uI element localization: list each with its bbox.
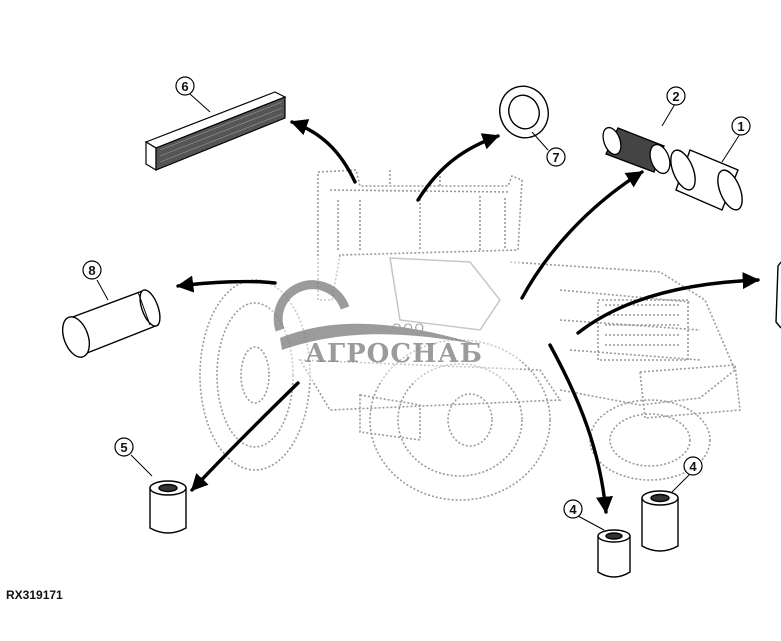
spin-on-filter-part-4a: [597, 529, 631, 578]
gear-icon: [273, 280, 350, 332]
svg-text:5: 5: [120, 440, 127, 455]
callout-8: 8: [82, 260, 102, 280]
filter-element-part-1: [670, 149, 743, 211]
tractor-outline: [199, 169, 741, 501]
svg-text:4: 4: [689, 459, 697, 474]
seal-ring-part-7: [499, 85, 549, 139]
svg-text:4: 4: [569, 502, 577, 517]
callout-2: 2: [666, 86, 686, 106]
figure-id: RX319171: [6, 588, 63, 602]
spin-on-filter-part-4b: [641, 490, 679, 552]
svg-text:2: 2: [672, 89, 679, 104]
callout-5: 5: [114, 437, 134, 457]
callout-1: 1: [731, 116, 751, 136]
arrow-to-part-6: [290, 119, 357, 184]
arrow-to-offscreen-part: [576, 272, 760, 335]
spin-on-filter-part-5: [149, 480, 187, 534]
watermark-brand: АГРОСНАБ: [305, 339, 483, 369]
arrow-to-part-5: [190, 381, 300, 492]
svg-text:6: 6: [181, 79, 188, 94]
svg-text:8: 8: [88, 263, 95, 278]
callout-4a: 4: [563, 499, 583, 519]
arrow-to-part-7: [416, 133, 500, 202]
arrow-to-part-4: [548, 343, 613, 514]
arrows: [176, 119, 760, 514]
callout-4b: 4: [683, 456, 703, 476]
arrow-to-part-8: [176, 275, 277, 293]
cabin-air-filter-part-6: [144, 91, 287, 172]
watermark: ООО АГРОСНАБ: [270, 257, 520, 383]
svg-text:1: 1: [737, 119, 744, 134]
leader-lines: [96, 93, 741, 531]
filter-element-part-2: [602, 126, 671, 175]
callout-6: 6: [175, 76, 195, 96]
svg-text:7: 7: [552, 150, 559, 165]
offscreen-part-edge: [775, 261, 781, 329]
watermark-subtitle: ООО: [392, 321, 426, 335]
air-filter-part-8: [61, 289, 161, 358]
callout-7: 7: [546, 147, 566, 167]
arrow-to-part-2: [520, 170, 644, 300]
